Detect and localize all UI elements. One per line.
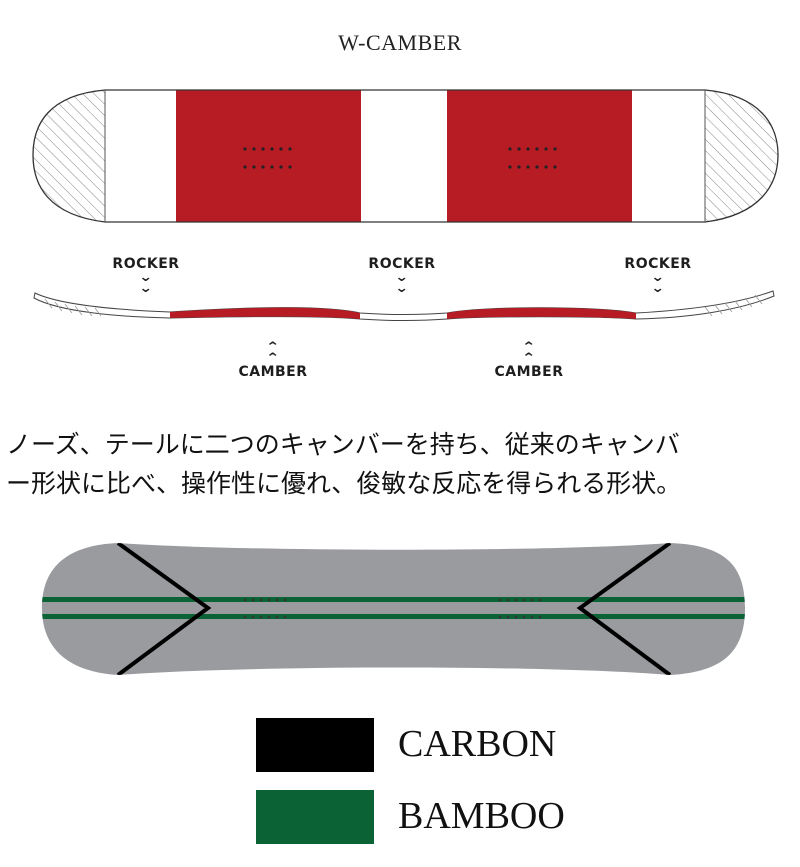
board-material-view (42, 543, 745, 675)
rocker-label: ROCKER (624, 256, 692, 272)
description-line-1: ノーズ、テールに二つのキャンバーを持ち、従来のキャンバ (6, 430, 680, 459)
legend-label-bamboo: BAMBOO (398, 795, 565, 837)
legend-swatch-carbon (256, 718, 374, 772)
tail-hatch (705, 90, 778, 222)
board-side-profile (33, 290, 775, 321)
bamboo-stringer-bottom (42, 614, 745, 619)
legend-label-carbon: CARBON (398, 723, 557, 765)
legend-swatch-bamboo (256, 790, 374, 844)
bamboo-stringer-top (42, 597, 745, 602)
camber-marker-left: ⌃⌃ CAMBER (218, 341, 328, 380)
camber-zone-right (447, 90, 632, 222)
description-line-2: ー形状に比べ、操作性に優れ、俊敏な反応を得られる形状。 (6, 469, 682, 498)
camber-label: CAMBER (494, 364, 564, 380)
board-top-outline (32, 89, 779, 223)
camber-label: CAMBER (238, 364, 308, 380)
chevron-up-icon: ⌃⌃ (521, 340, 537, 366)
chevron-down-icon: ⌄⌄ (138, 270, 154, 296)
chevron-down-icon: ⌄⌄ (394, 270, 410, 296)
carbon-nose (116, 543, 212, 675)
chevron-down-icon: ⌄⌄ (650, 270, 666, 296)
rocker-marker-nose: ROCKER ⌄⌄ (91, 256, 201, 295)
board-top-view (33, 90, 778, 222)
core-gray (42, 543, 745, 675)
rocker-marker-tail: ROCKER ⌄⌄ (603, 256, 713, 295)
nose-hatch (33, 90, 105, 222)
description-text: ノーズ、テールに二つのキャンバーを持ち、従来のキャンバ ー形状に比べ、操作性に優… (6, 425, 796, 503)
profile-title: W-CAMBER (338, 30, 462, 55)
insert-dots-left (243, 147, 292, 169)
rocker-marker-center: ROCKER ⌄⌄ (347, 256, 457, 295)
rocker-label: ROCKER (112, 256, 180, 272)
carbon-tail (576, 543, 672, 675)
chevron-up-icon: ⌃⌃ (265, 340, 281, 366)
rocker-label: ROCKER (368, 256, 436, 272)
camber-marker-right: ⌃⌃ CAMBER (474, 341, 584, 380)
camber-zone-left (176, 90, 361, 222)
insert-dots-right (508, 147, 557, 169)
